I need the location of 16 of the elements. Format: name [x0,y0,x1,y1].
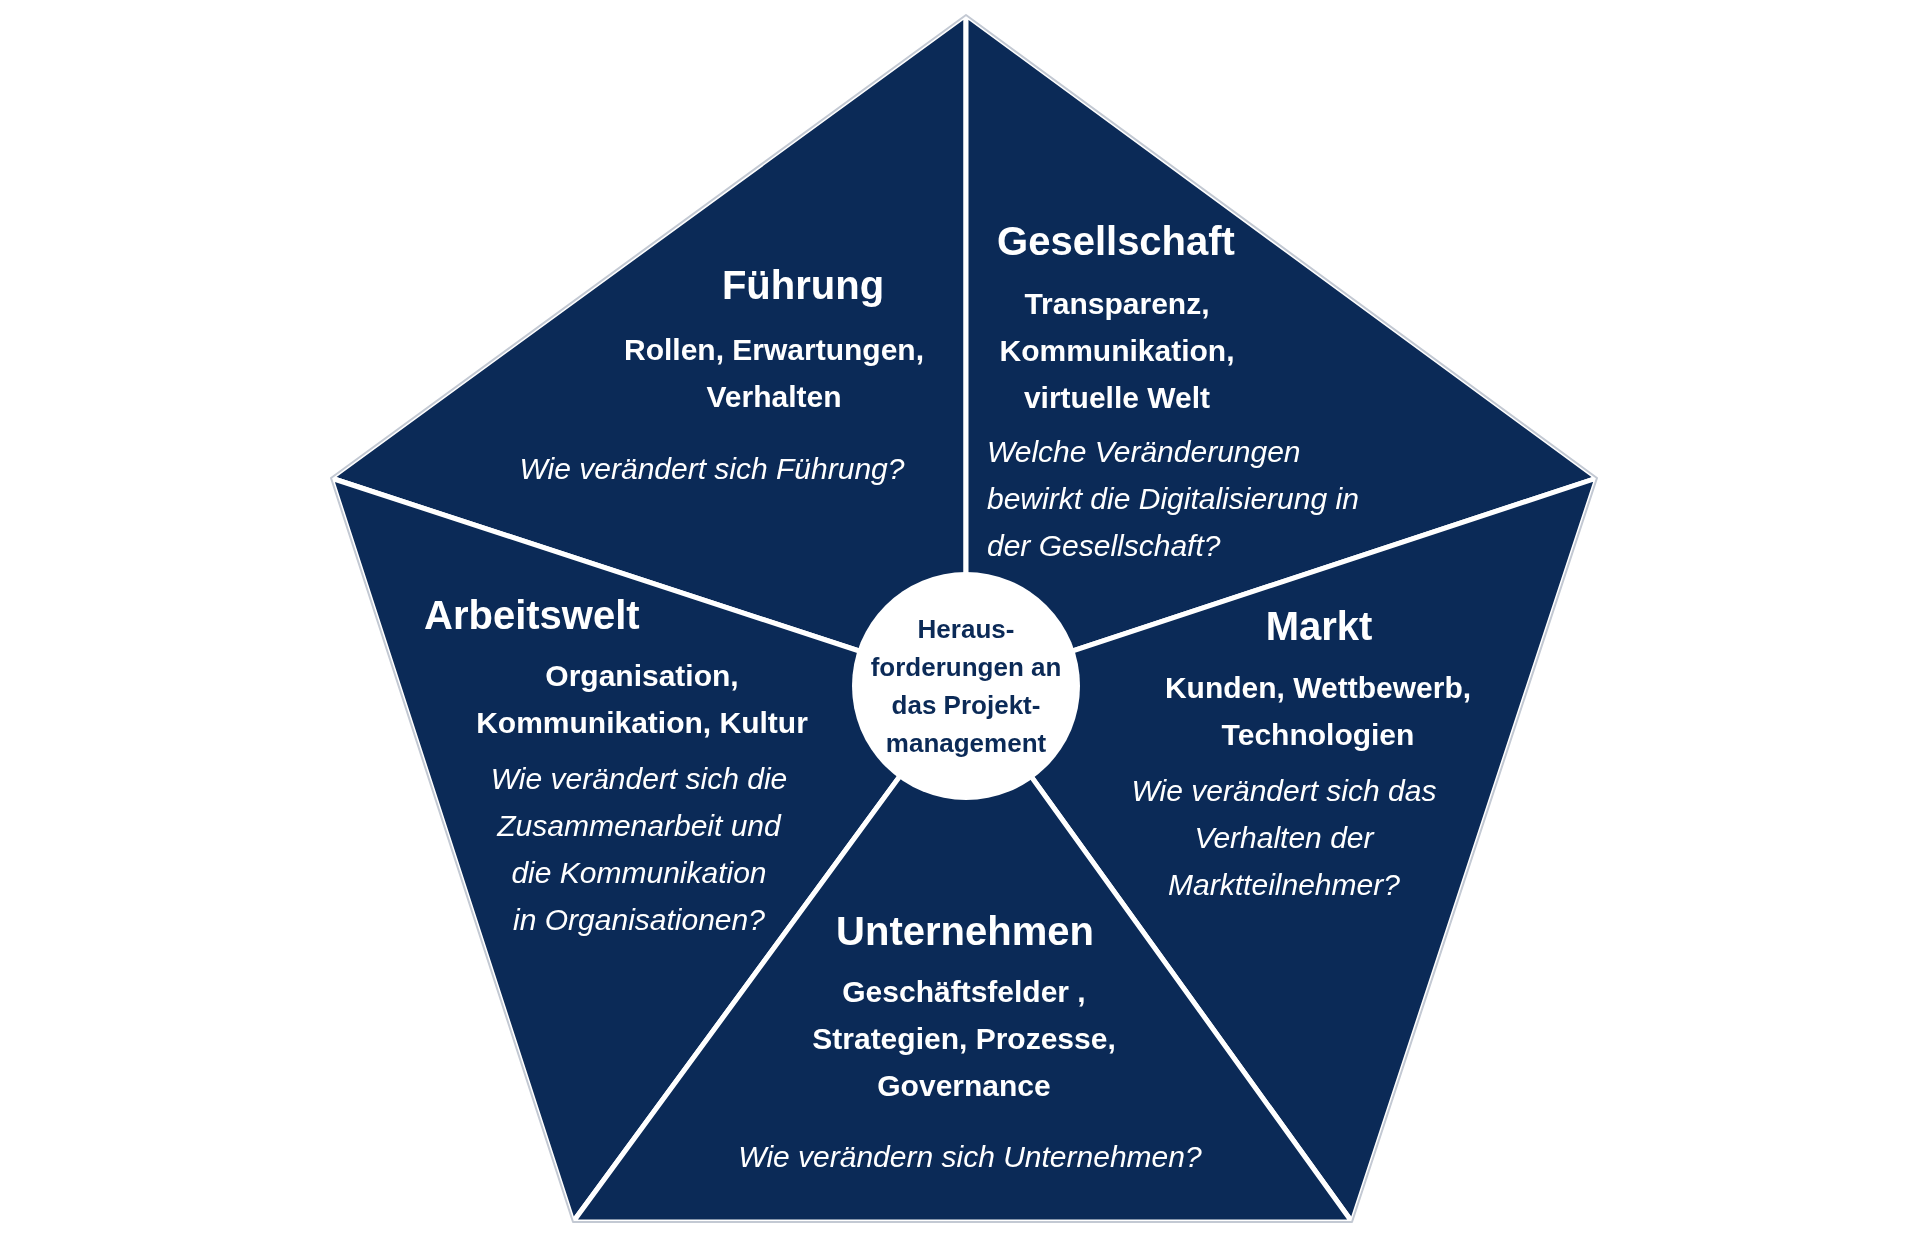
segment-keywords: Rollen, Erwartungen, Verhalten [623,332,925,415]
center-label: Heraus- forderungen an das Projekt- management [869,613,1063,760]
segment-title: Arbeitswelt [424,592,641,639]
segment-question: Wie verändert sich Führung? [518,451,906,487]
segment-question: Welche Veränderungen bewirkt die Digitalisierung in der Gesellschaft? [987,434,1360,564]
segment-keywords: Kunden, Wettbewerb, Technologien [1163,670,1473,753]
segment-question: Wie verändern sich Unternehmen? [737,1139,1203,1175]
segment-title: Unternehmen [835,908,1095,955]
segment-title: Führung [720,262,886,309]
segment-keywords: Transparenz, Kommunikation, virtuelle Welt [998,286,1236,416]
segment-keywords: Geschäftsfelder , Strategien, Prozesse, Governance [811,974,1117,1104]
segment-keywords: Organisation, Kommunikation, Kultur [475,658,809,741]
segment-question: Wie verändert sich das Verhalten der Marktteilnehmer? [1130,773,1438,903]
segment-title: Gesellschaft [996,218,1236,265]
segment-question: Wie verändert sich die Zusammenarbeit und die Kommunikation in Organisationen? [489,761,789,938]
segment-title: Markt [1264,603,1374,650]
